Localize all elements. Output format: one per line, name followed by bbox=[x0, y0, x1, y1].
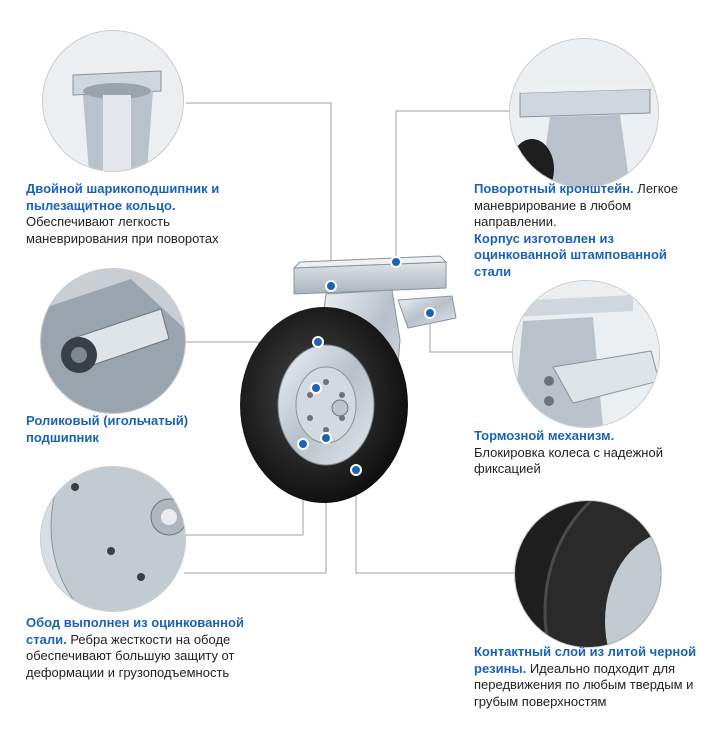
bracket-closeup-image bbox=[509, 38, 659, 188]
rim-closeup-image bbox=[40, 466, 186, 612]
caption-bearing-title: Двойной шарикоподшипник и пылезащитное к… bbox=[26, 181, 220, 213]
caption-brake-text: Блокировка колеса с надежной фиксацией bbox=[474, 444, 663, 477]
roller-bearing-closeup-image bbox=[40, 268, 186, 414]
caption-tread-title: Контактный слой из литой черной резины. bbox=[474, 644, 697, 676]
caption-tread-text: Идеально подходит для передвижения по лю… bbox=[474, 660, 694, 709]
leader-tread bbox=[355, 470, 514, 574]
caption-bearing-text: Обеспечивают легкость маневрирования при… bbox=[26, 214, 219, 246]
caption-brake: Тормозной механизм. Блокировка колеса с … bbox=[474, 428, 696, 478]
caption-rim-text: Ребра жесткости на ободе обеспечивают бо… bbox=[26, 631, 235, 680]
brake-closeup-image bbox=[512, 280, 660, 428]
caption-bracket-title2: Корпус изготовлен из оцинкованной штампо… bbox=[474, 230, 667, 279]
caption-bracket-text: Легкое маневрирование в любом направлени… bbox=[474, 181, 679, 229]
bearing-closeup-image bbox=[42, 30, 184, 172]
leader-bearing bbox=[186, 102, 332, 286]
caption-bracket-title: Поворотный кронштейн. bbox=[474, 181, 634, 196]
caption-rim: Обод выполнен из оцинкованной стали. Реб… bbox=[26, 615, 248, 681]
caption-tread: Контактный слой из литой черной резины. … bbox=[474, 644, 698, 710]
caption-brake-title: Тормозной механизм. bbox=[474, 428, 615, 443]
caption-bracket: Поворотный кронштейн. Легкое маневрирова… bbox=[474, 181, 704, 280]
tread-closeup-image bbox=[514, 500, 662, 648]
caption-bearing: Двойной шарикоподшипник и пылезащитное к… bbox=[26, 181, 246, 247]
caption-roller-title: Роликовый (игольчатый) подшипник bbox=[26, 413, 189, 445]
leader-bracket bbox=[395, 110, 509, 262]
caption-roller: Роликовый (игольчатый) подшипник bbox=[26, 413, 216, 446]
caption-rim-title: Обод выполнен из оцинкованной стали. bbox=[26, 615, 244, 647]
leader-brake bbox=[429, 313, 514, 353]
